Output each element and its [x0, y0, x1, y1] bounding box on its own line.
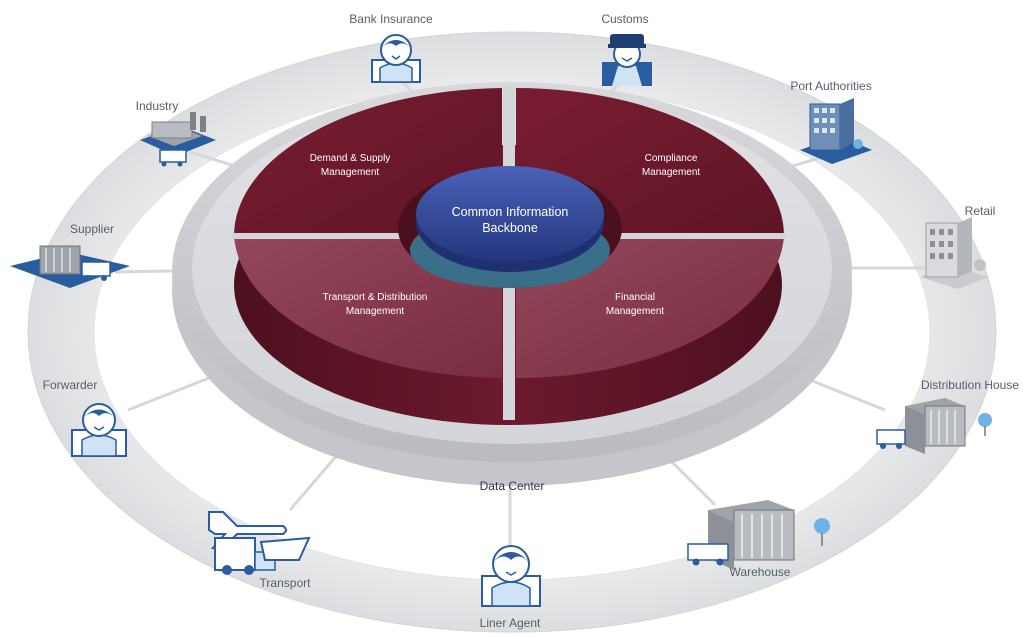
transport-distribution-label-2: Management [346, 306, 405, 317]
supplier-warehouse-icon [10, 245, 130, 288]
liner-agent-person-icon [481, 545, 541, 607]
label-industry: Industry [136, 99, 179, 113]
compliance-label-2: Management [642, 167, 701, 178]
label-transport: Transport [260, 576, 312, 590]
label-bank-insurance: Bank Insurance [349, 12, 433, 26]
segment-labels: Demand & Supply Management Compliance Ma… [310, 153, 701, 317]
label-customs: Customs [601, 12, 648, 26]
stakeholder-labels: Bank Insurance Customs Industry Port Aut… [43, 12, 1020, 630]
label-forwarder: Forwarder [43, 378, 98, 392]
forwarder-person-icon [71, 403, 127, 457]
transport-icon [208, 511, 311, 575]
demand-supply-label-1: Demand & Supply [310, 153, 391, 164]
label-retail: Retail [965, 204, 996, 218]
label-supplier: Supplier [70, 222, 114, 236]
factory-icon [140, 112, 216, 167]
financial-label-2: Management [606, 306, 665, 317]
demand-supply-label-2: Management [321, 167, 380, 178]
warehouse-icon [687, 500, 830, 570]
data-center-label: Data Center [480, 479, 545, 493]
retail-building-icon [920, 217, 988, 289]
distribution-house-icon [876, 398, 992, 454]
core-label-line1: Common Information [452, 205, 569, 219]
label-port-authorities: Port Authorities [790, 79, 871, 93]
label-warehouse: Warehouse [730, 565, 791, 579]
core-label-line2: Backbone [482, 221, 538, 235]
financial-label-1: Financial [615, 292, 655, 303]
label-distribution-house: Distribution House [921, 378, 1019, 392]
port-building-icon [800, 98, 872, 164]
customs-officer-icon [602, 34, 652, 86]
label-liner-agent: Liner Agent [480, 616, 541, 630]
core-cylinder: Common Information Backbone [398, 166, 622, 288]
transport-distribution-label-1: Transport & Distribution [323, 292, 428, 303]
compliance-label-1: Compliance [645, 153, 698, 164]
person-icon [371, 34, 421, 83]
